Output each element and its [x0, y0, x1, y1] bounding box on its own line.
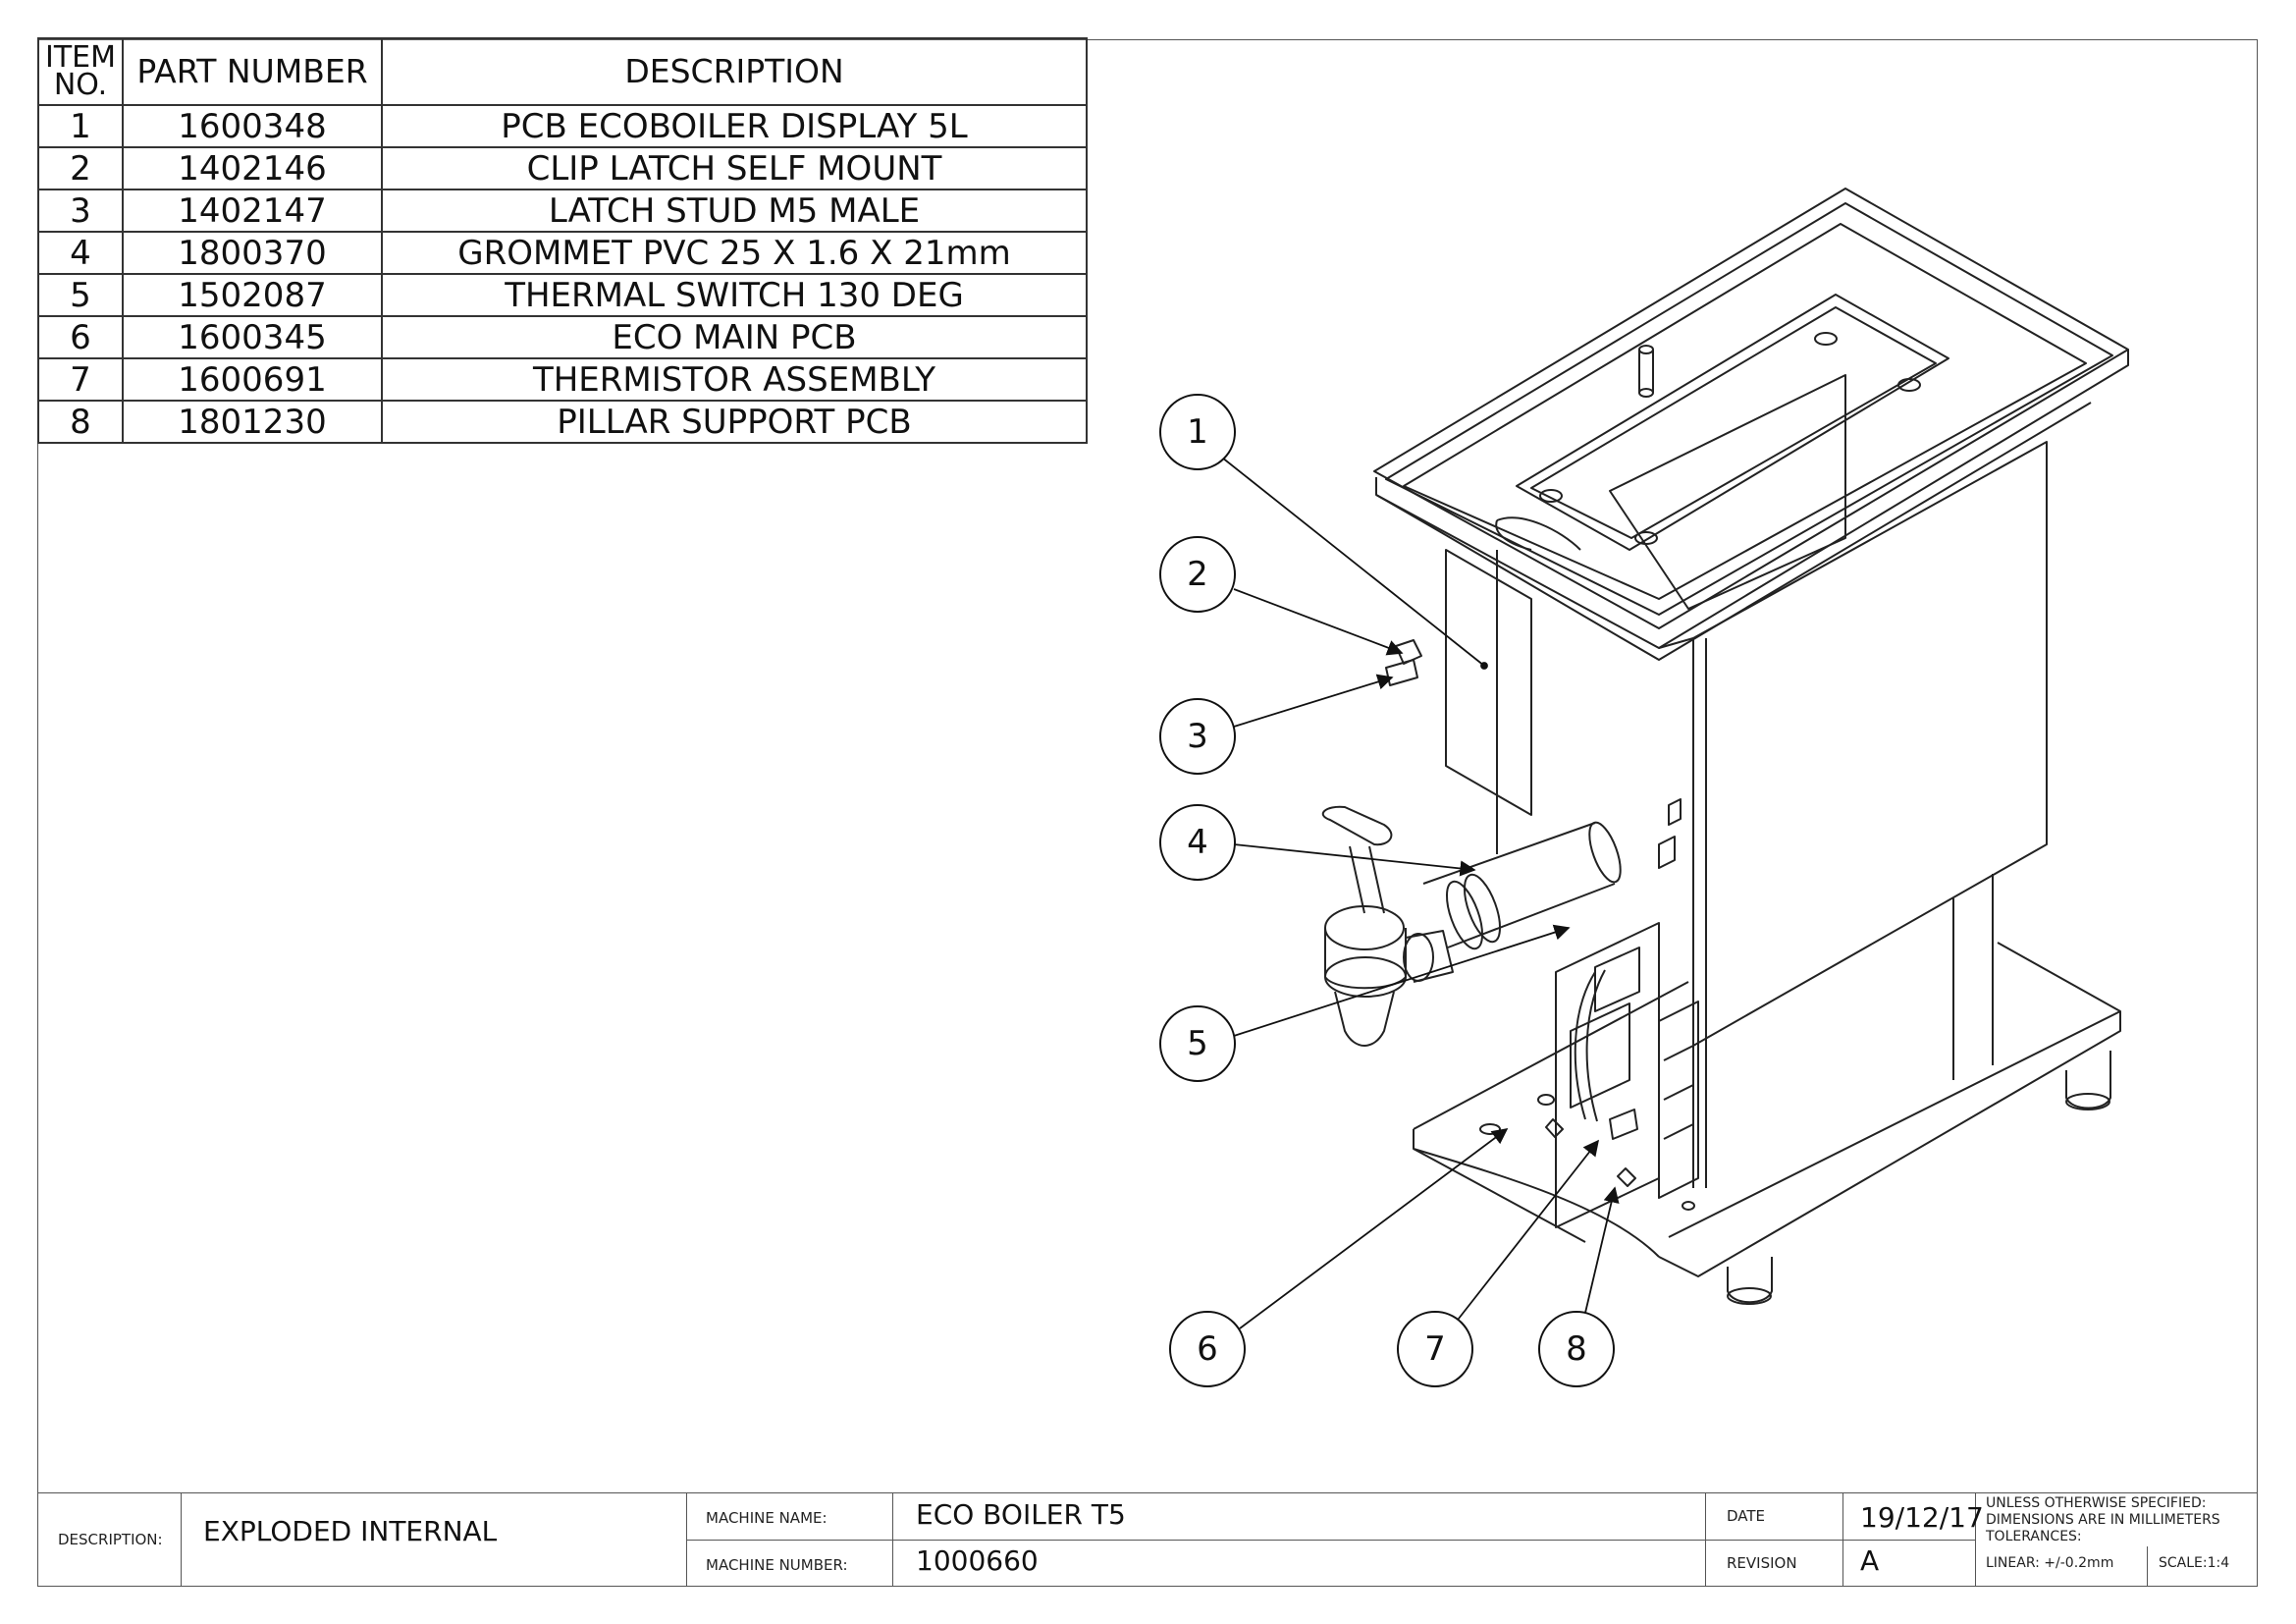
bom-item: 5 — [37, 273, 124, 317]
bom-description: PCB ECOBOILER DISPLAY 5L — [381, 104, 1088, 148]
leader-line-3 — [1233, 674, 1394, 728]
leader-line-6 — [1239, 1128, 1509, 1329]
title-block: DESCRIPTION: EXPLODED INTERNAL MACHINE N… — [37, 1492, 2258, 1587]
bom-item: 6 — [37, 315, 124, 359]
bom-part: 1600348 — [122, 104, 383, 148]
leader-line-2 — [1233, 588, 1404, 656]
balloon-7 — [1397, 1311, 1473, 1387]
date-value: 19/12/17 — [1860, 1501, 1984, 1534]
balloon-2 — [1159, 536, 1236, 613]
revision-label: REVISION — [1727, 1554, 1797, 1572]
tap-assembly — [1321, 805, 1454, 1047]
bom-item: 1 — [37, 104, 124, 148]
bom-item: 2 — [37, 146, 124, 190]
balloon-label-8: 8 — [1566, 1329, 1587, 1369]
side-switch — [1658, 798, 1682, 869]
notes-line-2: DIMENSIONS ARE IN MILLIMETERS — [1986, 1512, 2220, 1528]
boiler-assembly — [1321, 188, 2129, 1305]
balloon-label-2: 2 — [1187, 555, 1208, 594]
bom-part: 1600691 — [122, 357, 383, 402]
date-label: DATE — [1727, 1507, 1766, 1525]
machine-name-value: ECO BOILER T5 — [916, 1498, 1126, 1531]
bom-item: 7 — [37, 357, 124, 402]
machine-number-label: MACHINE NUMBER: — [706, 1556, 848, 1574]
bom-header-row: ITEM NO. PART NUMBER DESCRIPTION — [37, 37, 1088, 106]
balloon-label-3: 3 — [1187, 717, 1208, 756]
notes-line-1: UNLESS OTHERWISE SPECIFIED: — [1986, 1495, 2207, 1511]
bom-description: CLIP LATCH SELF MOUNT — [381, 146, 1088, 190]
bom-description: ECO MAIN PCB — [381, 315, 1088, 359]
scale-label: SCALE:1:4 — [2159, 1555, 2230, 1571]
leader-line-4 — [1233, 843, 1476, 877]
machine-name-label: MACHINE NAME: — [706, 1509, 828, 1527]
bom-part: 1801230 — [122, 400, 383, 444]
balloon-label-1: 1 — [1187, 412, 1208, 452]
bom-description: LATCH STUD M5 MALE — [381, 189, 1088, 233]
item-balloons — [1159, 394, 1615, 1387]
bom-description: GROMMET PVC 25 X 1.6 X 21mm — [381, 231, 1088, 275]
bom-item: 3 — [37, 189, 124, 233]
balloon-label-6: 6 — [1197, 1329, 1218, 1369]
boiler-body — [1496, 441, 2048, 1188]
bom-part: 1402147 — [122, 189, 383, 233]
bom-header-item-no: ITEM NO. — [37, 37, 124, 106]
leader-dot-1 — [1480, 662, 1488, 670]
leader-line-5 — [1233, 924, 1571, 1037]
leader-lines — [1216, 453, 1620, 1329]
bom-description: THERMAL SWITCH 130 DEG — [381, 273, 1088, 317]
balloon-6 — [1169, 1311, 1246, 1387]
revision-value: A — [1860, 1544, 1880, 1577]
balloon-3 — [1159, 698, 1236, 775]
linear-tolerance: LINEAR: +/-0.2mm — [1986, 1555, 2114, 1571]
tolerance-notes: UNLESS OTHERWISE SPECIFIED: DIMENSIONS A… — [1986, 1495, 2220, 1545]
display-pcb-panel — [1445, 549, 1532, 816]
bom-item: 4 — [37, 231, 124, 275]
bom-description: THERMISTOR ASSEMBLY — [381, 357, 1088, 402]
leader-line-7 — [1454, 1139, 1600, 1325]
base-tray — [1413, 942, 2121, 1305]
bom-part: 1600345 — [122, 315, 383, 359]
bom-header-part-number: PART NUMBER — [122, 37, 383, 106]
leader-line-1 — [1216, 453, 1485, 667]
description-label: DESCRIPTION: — [58, 1531, 163, 1548]
bom-part: 1402146 — [122, 146, 383, 190]
bom-item: 8 — [37, 400, 124, 444]
balloon-label-7: 7 — [1424, 1329, 1446, 1369]
grommet-pipe — [1422, 821, 1622, 950]
bom-header-item-line2: NO. — [53, 68, 108, 102]
balloon-5 — [1159, 1005, 1236, 1082]
balloon-4 — [1159, 804, 1236, 881]
main-pcb — [1555, 922, 1699, 1228]
bom-header-item-line1: ITEM — [44, 40, 116, 75]
description-value: EXPLODED INTERNAL — [203, 1515, 498, 1547]
balloon-8 — [1538, 1311, 1615, 1387]
balloon-label-5: 5 — [1187, 1024, 1208, 1063]
balloon-label-4: 4 — [1187, 823, 1208, 862]
bom-description: PILLAR SUPPORT PCB — [381, 400, 1088, 444]
balloon-1 — [1159, 394, 1236, 470]
top-rim — [1373, 188, 2129, 661]
leader-line-8 — [1584, 1186, 1620, 1314]
notes-line-3: TOLERANCES: — [1986, 1529, 2082, 1544]
bom-part: 1800370 — [122, 231, 383, 275]
bom-part: 1502087 — [122, 273, 383, 317]
machine-number-value: 1000660 — [916, 1544, 1039, 1577]
bom-header-description: DESCRIPTION — [381, 37, 1088, 106]
